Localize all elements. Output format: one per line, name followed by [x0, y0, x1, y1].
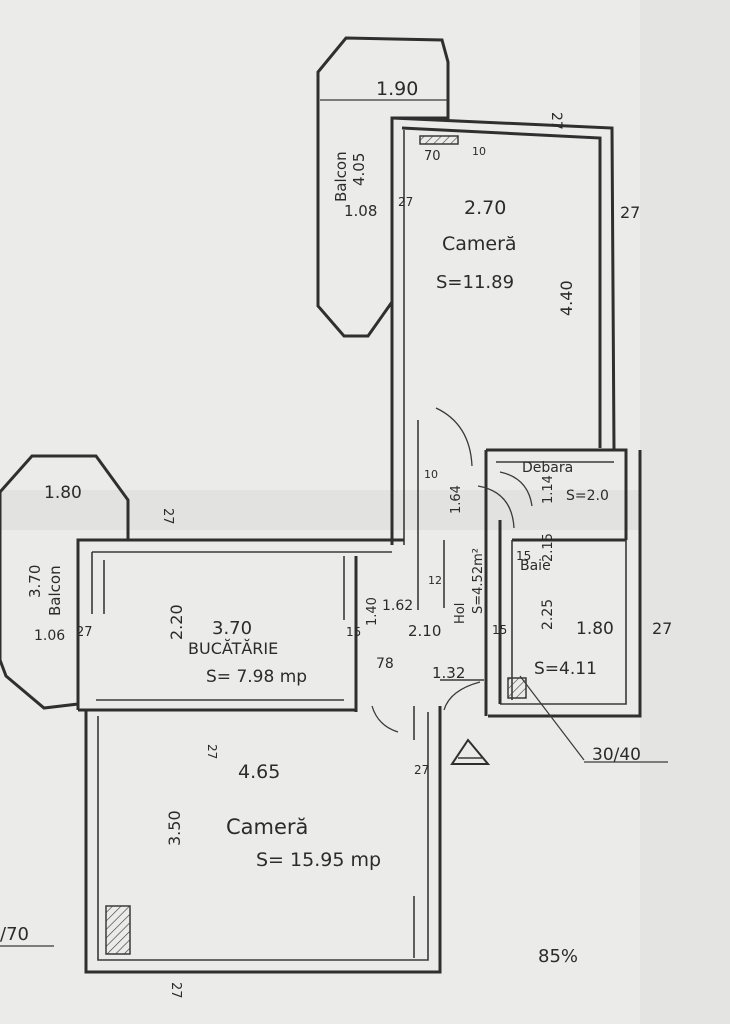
paper-right-shade [640, 0, 730, 1024]
room-bottom-area: S= 15.95 mp [256, 849, 381, 871]
wall-mark-bath-right: 27 [652, 619, 672, 638]
hall-wall-b: 15 [492, 623, 507, 637]
hall-width: 2.10 [408, 622, 441, 640]
balcony-left-label: Balcon [46, 565, 64, 616]
room-top-area: S=11.89 [436, 272, 514, 293]
wall-mark-room-right: 27 [414, 763, 429, 777]
hall-wall-d: 10 [424, 468, 438, 481]
room-bottom-inner-wall [97, 712, 429, 961]
room-top-width: 2.70 [464, 197, 506, 219]
bath-area: S=4.11 [534, 659, 597, 679]
hall-small-dim: 1.40 [365, 597, 380, 626]
room-top-length: 4.40 [557, 280, 576, 316]
wall-mark-bottom: 27 [168, 982, 183, 999]
hall-name: Hol [453, 603, 468, 624]
wall-mark-top-center: 27 [548, 112, 564, 130]
room-bottom-name: Cameră [226, 815, 308, 839]
entrance-width: 1.32 [432, 664, 465, 682]
margin-left-mark: /70 [0, 924, 29, 945]
ratio-leader-line [519, 675, 585, 761]
margin-right-mark: 85% [538, 946, 578, 967]
room-bottom-outer-wall [84, 706, 442, 974]
bath-length: 2.25 [540, 599, 556, 630]
hall-door-swing [477, 485, 515, 529]
bath-shaft [507, 677, 527, 699]
balcony-top-area: 4.05 [350, 153, 368, 186]
hall-area: S=4.52m² [471, 548, 486, 614]
storage-area: S=2.0 [566, 488, 609, 504]
room-bottom-width: 4.65 [238, 761, 280, 783]
storage-door-swing [499, 471, 533, 507]
entrance-door-swing [443, 681, 481, 711]
balcony-left-side: 1.06 [34, 628, 65, 644]
balcony-left-width: 1.80 [44, 483, 82, 503]
wall-mark-top-right: 27 [620, 203, 640, 222]
ratio-label: 30/40 [592, 745, 641, 765]
hall-wall-c: 15 [516, 549, 531, 563]
room-top-name: Cameră [442, 233, 517, 255]
room-top-inner-wall [401, 126, 602, 448]
kitchen-depth: 2.20 [167, 604, 186, 640]
entrance-triangle-icon [450, 738, 491, 765]
bath-width: 1.80 [576, 619, 614, 639]
bath-name: Baie [520, 558, 551, 574]
wall-mark-kitchen-top: 27 [160, 508, 175, 525]
hall-door-width: 1.62 [382, 598, 413, 614]
storage-name: Debara [522, 460, 573, 476]
kitchen-area: S= 7.98 mp [206, 667, 307, 687]
hall-small-b: 12 [428, 574, 442, 587]
kitchen-wall: 15 [346, 625, 361, 639]
room-top-radiator [419, 135, 459, 145]
paper-fold-shadow [0, 490, 730, 530]
kitchen-width: 3.70 [212, 618, 252, 639]
balcony-left-depth: 3.70 [26, 565, 44, 598]
bath-mark-a: 2.15 [541, 533, 556, 562]
room-bottom-length: 3.50 [165, 810, 184, 846]
room-bottom-shaft [105, 905, 131, 955]
room-top-outer-wall [391, 116, 616, 451]
storage-outer-wall [486, 448, 628, 540]
bath-mark-b: 1.14 [541, 475, 556, 504]
hall-mark: 1.64 [449, 485, 464, 514]
bath-outer-wall [488, 450, 642, 718]
balcony-top-depth: 1.08 [344, 202, 377, 220]
balcony-top-width: 1.90 [376, 78, 418, 100]
room-bottom-door-swing [371, 705, 399, 733]
room-top-door-swing [435, 407, 473, 467]
balcony-top-label: Balcon [332, 151, 350, 202]
kitchen-name: BUCĂTĂRIE [188, 639, 278, 658]
room-top-wall-b: 10 [472, 145, 486, 158]
wall-mark-mid-left: 27 [205, 744, 219, 759]
room-top-wall-a: 70 [424, 149, 441, 164]
wall-mark-upper-left: 27 [398, 195, 413, 209]
wall-mark-left-mid: 27 [76, 625, 93, 640]
hall-opening: 78 [376, 656, 394, 672]
